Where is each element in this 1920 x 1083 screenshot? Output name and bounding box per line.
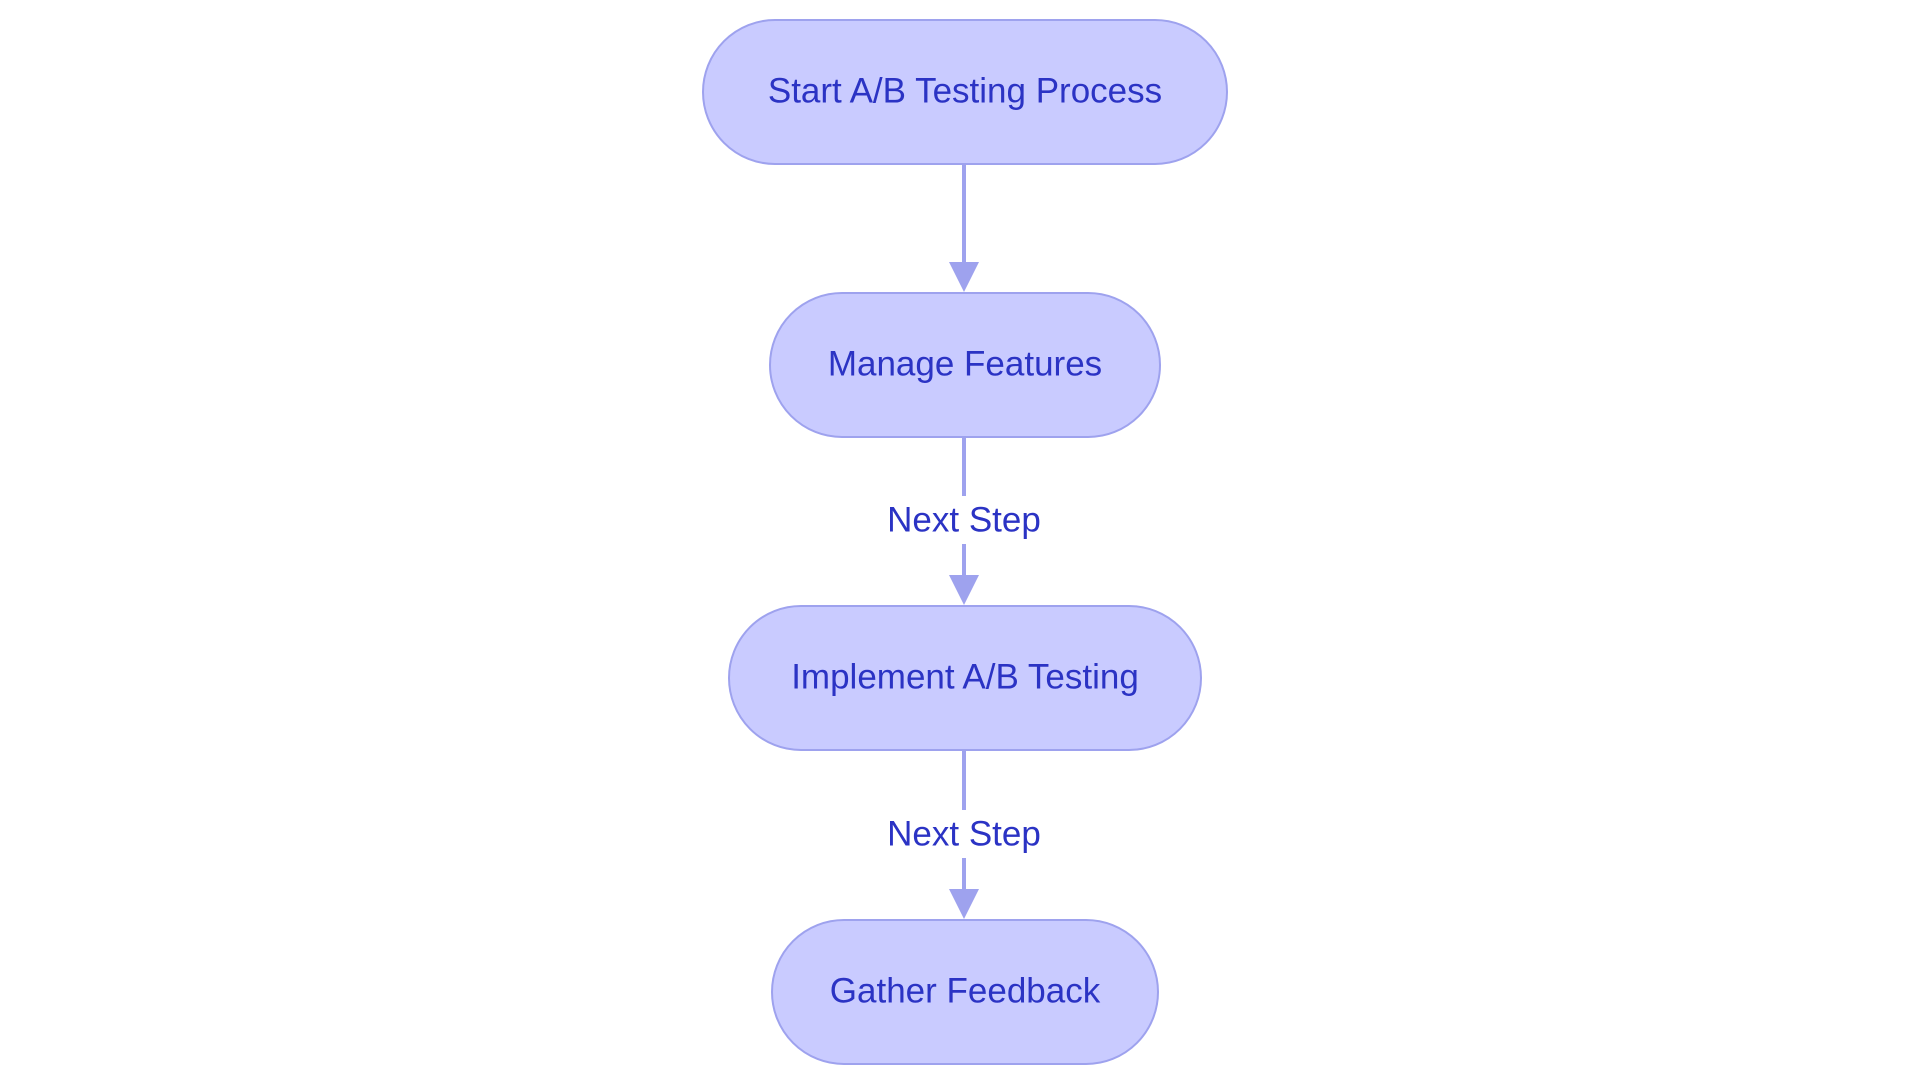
edge-start-to-manage	[949, 164, 979, 292]
node-label: Gather Feedback	[830, 972, 1101, 1011]
edge-implement-to-gather: Next Step	[876, 750, 1052, 919]
node-start[interactable]: Start A/B Testing Process	[702, 19, 1228, 165]
node-manage-features[interactable]: Manage Features	[769, 292, 1161, 438]
node-implement-ab-testing[interactable]: Implement A/B Testing	[728, 605, 1202, 751]
edge-label-next-step: Next Step	[887, 815, 1041, 854]
edge-label-next-step: Next Step	[887, 501, 1041, 540]
node-label: Manage Features	[828, 345, 1102, 384]
edge-manage-to-implement: Next Step	[876, 437, 1052, 605]
node-label: Implement A/B Testing	[791, 658, 1139, 697]
node-gather-feedback[interactable]: Gather Feedback	[771, 919, 1159, 1065]
node-label: Start A/B Testing Process	[768, 72, 1162, 111]
